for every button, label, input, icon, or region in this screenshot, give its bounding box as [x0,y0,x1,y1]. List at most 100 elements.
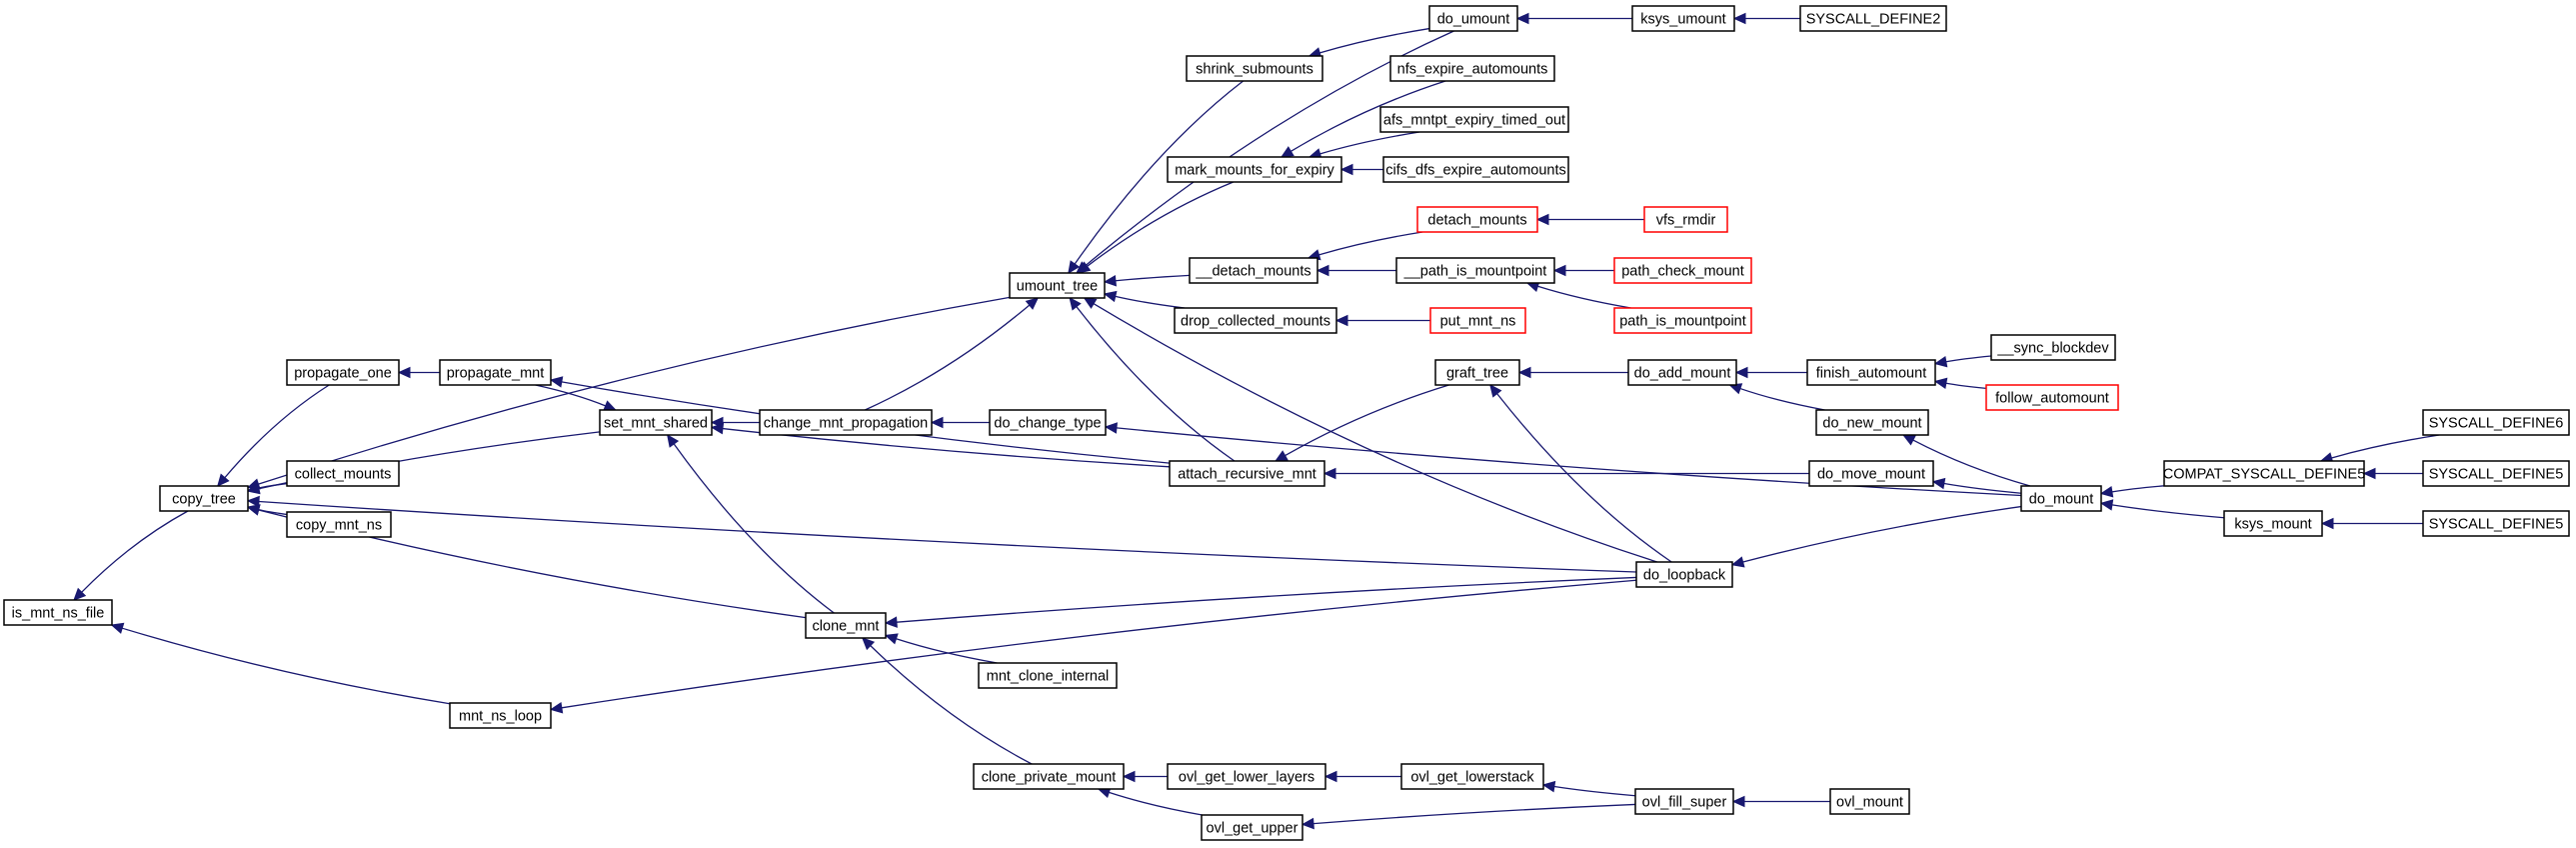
edge-drop_collected_mounts-to-umount_tree [1103,290,1186,309]
edge-arrowhead [603,400,617,412]
node-propagate_mnt[interactable]: propagate_mnt [439,359,552,386]
node-COMPAT_SYSCALL_DEFINE5[interactable]: COMPAT_SYSCALL_DEFINE5 [2163,460,2366,487]
edge-SYSCALL_DEFINE5_a-to-COMPAT_SYSCALL_DEFINE5 [2362,467,2423,480]
node-collect_mounts[interactable]: collect_mounts [286,460,400,487]
edge-propagate_mnt-to-propagate_one [397,366,440,379]
node-label: propagate_mnt [447,366,545,382]
node-ksys_umount[interactable]: ksys_umount [1631,5,1735,32]
node-attach_recursive_mnt[interactable]: attach_recursive_mnt [1169,460,1325,487]
edge-arrowhead [73,587,87,601]
node-do_add_mount[interactable]: do_add_mount [1627,359,1737,386]
node-clone_private_mount[interactable]: clone_private_mount [973,763,1125,790]
node-change_mnt_propagation[interactable]: change_mnt_propagation [759,409,933,436]
node-box [286,511,392,538]
node-box [2020,485,2102,512]
edge-do_loopback-to-mnt_ns_loop [549,579,1637,714]
node-label: do_new_mount [1822,416,1921,432]
node-SYSCALL_DEFINE5_b[interactable]: SYSCALL_DEFINE5 [2422,510,2570,537]
node-label: mnt_ns_loop [459,709,542,725]
node-box [439,359,552,386]
node-put_mnt_ns[interactable]: put_mnt_ns [1429,307,1526,334]
edge-line [2111,485,2165,493]
edge-__path_is_mountpoint-to-__detach_mounts [1315,264,1397,277]
node-finish_automount[interactable]: finish_automount [1806,359,1936,386]
node-vfs_rmdir[interactable]: vfs_rmdir [1643,206,1728,233]
node-do_umount[interactable]: do_umount [1428,5,1518,32]
node-mnt_ns_loop[interactable]: mnt_ns_loop [449,702,552,729]
edge-SYSCALL_DEFINE5_b-to-ksys_mount [2320,517,2423,530]
node-ovl_get_lowerstack[interactable]: ovl_get_lowerstack [1400,763,1544,790]
node-do_loopback[interactable]: do_loopback [1635,561,1733,588]
node-ovl_get_lower_layers[interactable]: ovl_get_lower_layers [1167,763,1326,790]
edge-vfs_rmdir-to-detach_mounts [1535,213,1644,226]
node-path_is_mountpoint[interactable]: path_is_mountpoint [1613,307,1752,334]
edge-attach_recursive_mnt-to-umount_tree [1069,297,1236,462]
edge-line [1093,303,1658,563]
node-SYSCALL_DEFINE5_a[interactable]: SYSCALL_DEFINE5 [2422,460,2570,487]
node-copy_mnt_ns[interactable]: copy_mnt_ns [286,511,392,538]
edge-do_mount-to-do_move_mount [1931,477,2022,494]
node-label: copy_tree [172,492,236,508]
node-clone_mnt[interactable]: clone_mnt [805,612,887,639]
node-do_mount[interactable]: do_mount [2020,485,2102,512]
node-box [759,409,933,436]
edge-line [1739,387,1825,411]
edge-arrowhead [1103,274,1118,287]
edge-line [1290,80,1446,152]
edge-arrowhead [884,616,898,628]
node-label: mark_mounts_for_expiry [1175,163,1334,179]
node-detach_mounts[interactable]: detach_mounts [1416,206,1538,233]
edge-arrowhead [1077,261,1092,274]
node-path_check_mount[interactable]: path_check_mount [1613,257,1752,284]
edge-SYSCALL_DEFINE6-to-COMPAT_SYSCALL_DEFINE5 [2319,434,2440,464]
node-propagate_one[interactable]: propagate_one [286,359,400,386]
edge-arrowhead [1734,366,1748,379]
node-umount_tree[interactable]: umount_tree [1009,272,1106,299]
edge-arrowhead [2320,517,2334,530]
node-ovl_fill_super[interactable]: ovl_fill_super [1634,788,1734,815]
edge-line [2331,434,2440,459]
edge-line [1537,285,1631,309]
node-__path_is_mountpoint[interactable]: __path_is_mountpoint [1395,257,1555,284]
edge-line [258,296,1011,485]
node-shrink_submounts[interactable]: shrink_submounts [1186,55,1323,82]
node-box [1009,272,1106,299]
node-mark_mounts_for_expiry[interactable]: mark_mounts_for_expiry [1167,156,1342,183]
node-box [1395,257,1555,284]
node-mnt_clone_internal[interactable]: mnt_clone_internal [978,662,1118,689]
node-nfs_expire_automounts[interactable]: nfs_expire_automounts [1389,55,1555,82]
node-ksys_mount[interactable]: ksys_mount [2223,510,2323,537]
node-__sync_blockdev[interactable]: __sync_blockdev [1990,334,2116,361]
node-label: vfs_rmdir [1656,213,1716,229]
node-box [1985,384,2119,411]
node-box [3,599,113,626]
node-box [1613,257,1752,284]
node-ovl_mount[interactable]: ovl_mount [1829,788,1910,815]
node-SYSCALL_DEFINE6[interactable]: SYSCALL_DEFINE6 [2422,409,2570,436]
edge-arrowhead [1104,422,1119,434]
node-do_new_mount[interactable]: do_new_mount [1815,409,1929,436]
node-ovl_get_upper[interactable]: ovl_get_upper [1201,814,1303,841]
node-follow_automount[interactable]: follow_automount [1985,384,2119,411]
node-copy_tree[interactable]: copy_tree [159,485,249,512]
node-do_change_type[interactable]: do_change_type [989,409,1107,436]
node-label: mnt_clone_internal [987,669,1110,685]
edge-line [561,579,1637,709]
node-box [2163,460,2365,487]
node-label: path_is_mountpoint [1619,314,1746,330]
node-label: SYSCALL_DEFINE5 [2429,467,2564,483]
node-is_mnt_ns_file[interactable]: is_mnt_ns_file [3,599,113,626]
edge-arrowhead [1541,780,1556,793]
node-drop_collected_mounts[interactable]: drop_collected_mounts [1174,307,1337,334]
edge-clone_mnt-to-set_mnt_shared [666,434,835,614]
node-box [1167,156,1342,183]
node-afs_mntpt_expiry_timed_out[interactable]: afs_mntpt_expiry_timed_out [1379,106,1569,133]
node-box [1429,307,1526,334]
node-cifs_dfs_expire_automounts[interactable]: cifs_dfs_expire_automounts [1382,156,1569,183]
node-SYSCALL_DEFINE2[interactable]: SYSCALL_DEFINE2 [1799,5,1947,32]
node-set_mnt_shared[interactable]: set_mnt_shared [599,409,713,436]
node-__detach_mounts[interactable]: __detach_mounts [1189,257,1318,284]
edge-arrowhead [1122,770,1136,783]
node-graft_tree[interactable]: graft_tree [1434,359,1520,386]
node-do_move_mount[interactable]: do_move_mount [1808,460,1934,487]
